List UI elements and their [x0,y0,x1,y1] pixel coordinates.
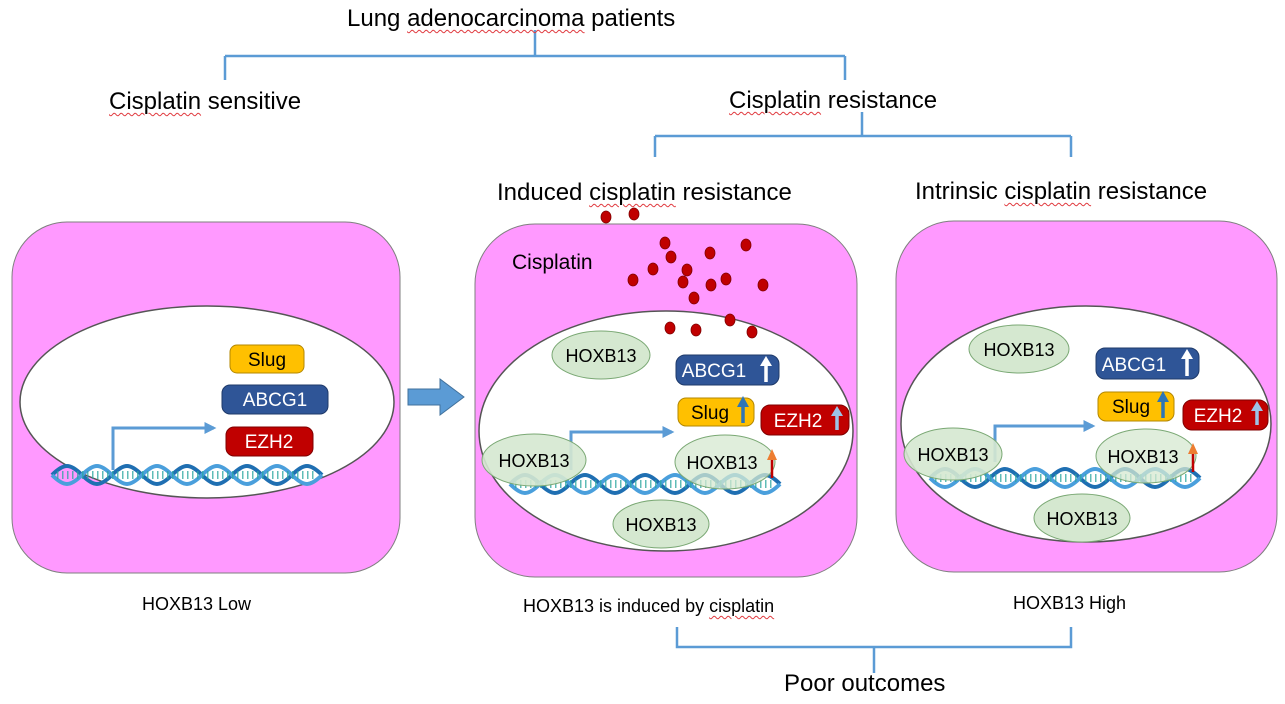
up-arrow-icon [1251,401,1263,411]
slug-label: Slug [691,403,729,424]
up-arrow-icon [760,356,772,366]
up-arrow-icon [1188,443,1198,454]
slug-box: Slug [229,344,305,374]
cisplatin-drop [600,210,612,224]
heading-patients: Lung adenocarcinoma patients [347,5,676,32]
hoxb13-bubble: HOXB13 [674,434,777,490]
abcg1-box: ABCG1 [675,354,780,386]
ezh2-label: EZH2 [1194,406,1243,427]
slug-label: Slug [248,350,286,371]
abcg1-box: ABCG1 [221,384,329,415]
cell-panel-induced: Cisplatin HOXB13 ABCG1 Slug EZH2 [474,223,858,578]
cisplatin-drop [740,238,752,252]
cisplatin-drop [757,278,769,292]
cisplatin-drop [720,272,732,286]
hoxb13-bubble: HOXB13 [1033,493,1131,543]
cell-panel-sensitive: Slug ABCG1 EZH2 [11,221,401,574]
ezh2-box: EZH2 [1182,399,1269,431]
heading-intrinsic-resistance: Intrinsic cisplatin resistance [915,178,1208,205]
caption-hoxb13-low: HOXB13 Low [142,594,252,614]
heading-cisplatin-sensitive: Cisplatin sensitive [109,88,302,115]
up-arrow-icon [831,406,843,416]
up-arrow-icon [767,449,777,460]
cisplatin-drop [688,291,700,305]
cisplatin-drop [724,313,736,327]
cisplatin-drop [647,262,659,276]
ezh2-box: EZH2 [760,404,850,436]
ezh2-label: EZH2 [245,432,294,453]
hoxb13-label: HOXB13 [565,346,636,366]
heading-cisplatin-resistance: Cisplatin resistance [729,87,938,114]
hoxb13-bubble: HOXB13 [968,324,1070,374]
abcg1-box: ABCG1 [1095,347,1200,380]
cisplatin-label: Cisplatin [512,251,593,274]
caption-hoxb13-induced: HOXB13 is induced by cisplatin [523,596,775,616]
hoxb13-label: HOXB13 [686,453,757,473]
hoxb13-bubble: HOXB13 [551,330,651,380]
hoxb13-bubble: HOXB13 [481,433,587,487]
slug-box: Slug [677,396,755,427]
tree-connectors [223,30,1073,673]
hoxb13-label: HOXB13 [625,515,696,535]
heading-poor-outcomes: Poor outcomes [784,670,946,697]
cisplatin-drop [690,323,702,337]
hoxb13-label: HOXB13 [1046,509,1117,529]
abcg1-label: ABCG1 [243,390,307,411]
hoxb13-bubble: HOXB13 [903,427,1003,481]
cisplatin-drop [665,250,677,264]
hoxb13-label: HOXB13 [1107,447,1178,467]
cisplatin-drop [704,246,716,260]
cisplatin-drop [677,275,689,289]
heading-induced-resistance: Induced cisplatin resistance [497,179,792,206]
hoxb13-label: HOXB13 [498,451,569,471]
ezh2-label: EZH2 [774,411,823,432]
cisplatin-drop [627,273,639,287]
ezh2-box: EZH2 [225,426,314,457]
slug-box: Slug [1097,391,1175,422]
cisplatin-drop [705,278,717,292]
up-arrow-icon [737,396,749,407]
up-arrow-icon [1181,349,1193,359]
abcg1-label: ABCG1 [682,361,746,382]
cisplatin-drop [746,325,758,339]
caption-hoxb13-high: HOXB13 High [1013,593,1127,613]
slug-label: Slug [1112,397,1150,418]
transition-arrow-icon [407,378,465,416]
transcription-arrow [111,422,217,470]
hoxb13-bubble: HOXB13 [612,499,710,549]
up-arrow-icon [1157,391,1169,402]
cisplatin-drop [681,263,693,277]
hoxb13-bubble: HOXB13 [1095,428,1198,484]
hoxb13-label: HOXB13 [983,340,1054,360]
hoxb13-label: HOXB13 [917,445,988,465]
abcg1-label: ABCG1 [1102,355,1166,376]
cisplatin-drop [628,207,640,221]
cisplatin-particles [600,207,769,339]
cisplatin-drop [659,236,671,250]
cisplatin-drop [664,321,676,335]
cell-panel-intrinsic: HOXB13 ABCG1 Slug EZH2 HOXB13 HOX [895,220,1278,573]
